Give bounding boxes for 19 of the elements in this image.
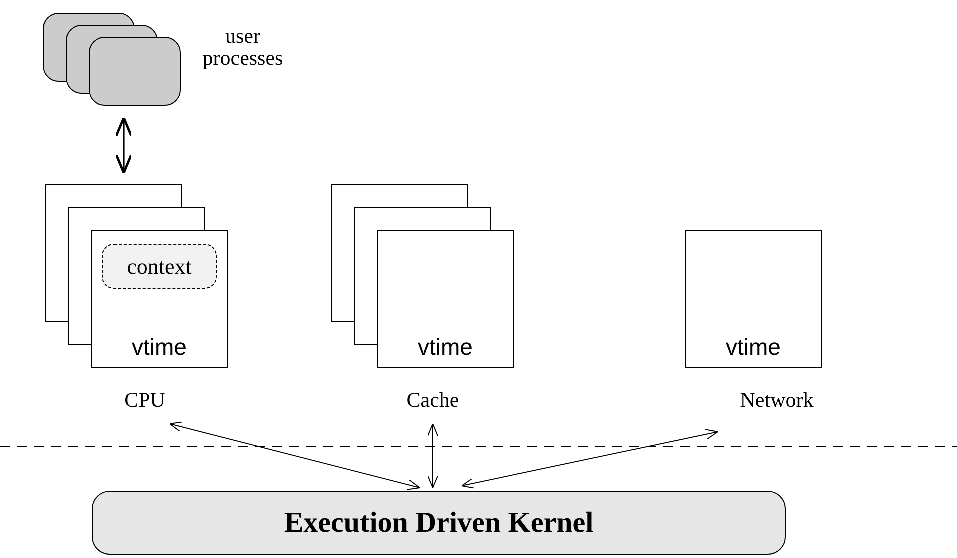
kernel-title: Execution Driven Kernel	[284, 506, 594, 540]
vtime-label: vtime	[725, 334, 782, 361]
context-label: context	[127, 254, 192, 280]
process-card	[89, 37, 181, 106]
component-box	[91, 230, 228, 368]
context-box	[102, 244, 217, 289]
component-name: Cache	[406, 388, 460, 413]
double-arrow	[115, 116, 133, 174]
component-name: Network	[739, 388, 815, 413]
component-name: user processes	[202, 25, 284, 69]
component-name: CPU	[124, 388, 166, 413]
double-arrow	[170, 422, 420, 490]
double-arrow	[462, 429, 718, 489]
vtime-label: vtime	[131, 334, 188, 361]
component-box	[377, 230, 514, 368]
vtime-label: vtime	[417, 334, 474, 361]
component-box	[685, 230, 822, 368]
kernel-box	[92, 491, 786, 555]
double-arrow	[428, 424, 438, 488]
